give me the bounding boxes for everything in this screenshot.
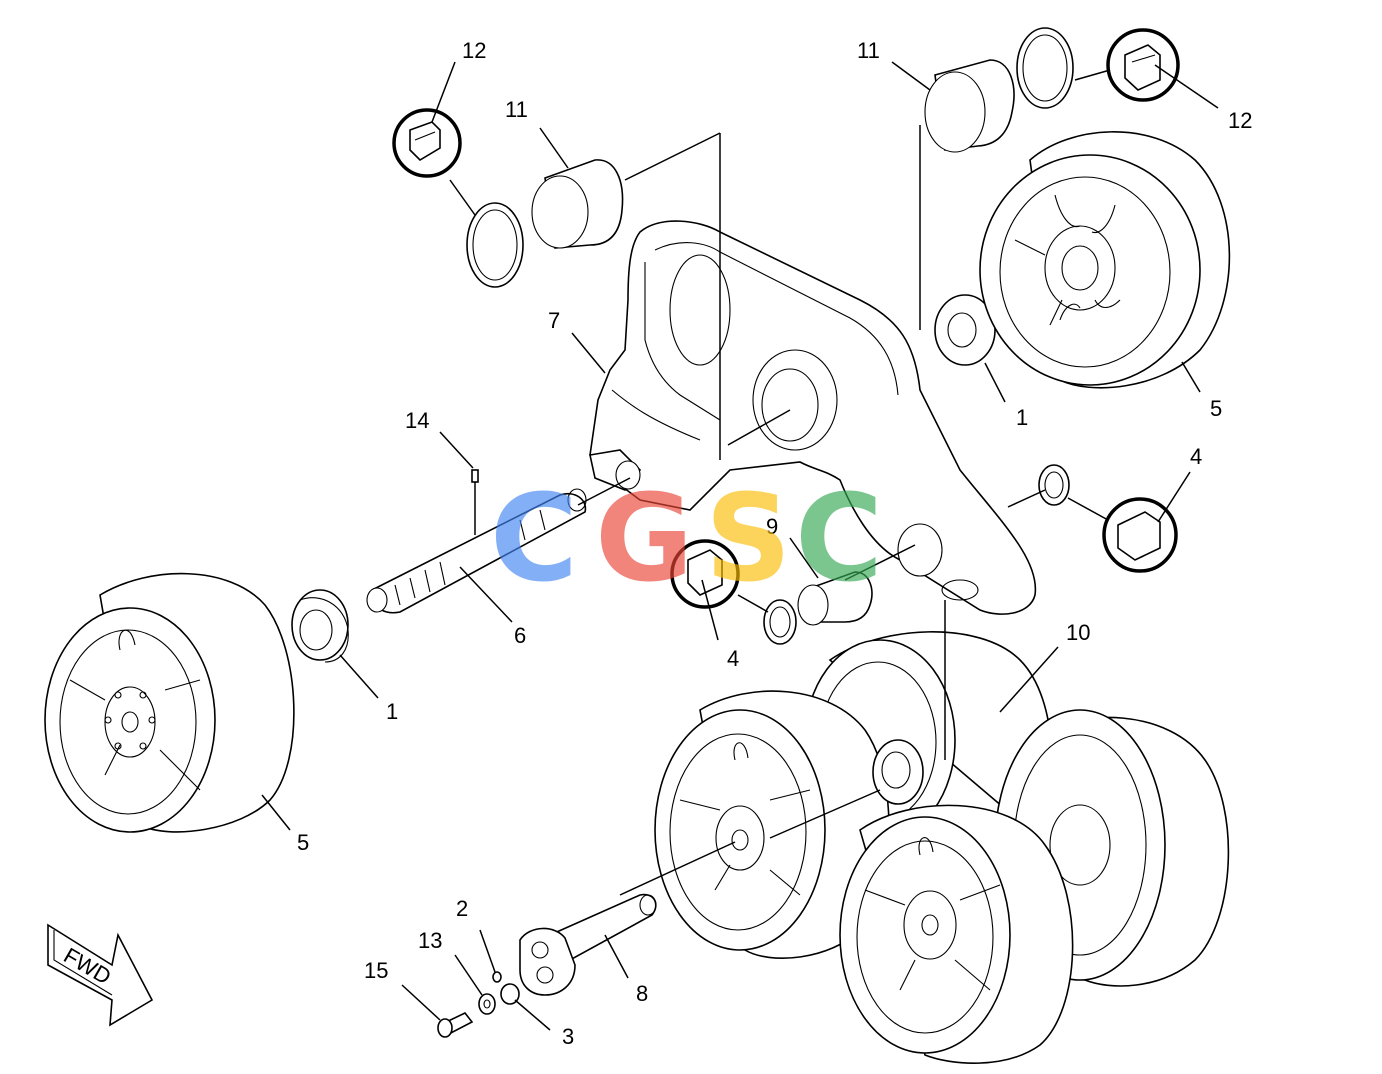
callout-13: 13 [418,928,442,953]
callout-6: 6 [514,623,526,648]
callout-12-right: 12 [1228,108,1252,133]
roller-frame-part-7 [589,220,1037,615]
callout-2: 2 [456,896,468,921]
plug-part-3 [500,983,520,1005]
sleeve-part-11-right [924,59,1015,153]
callout-1-right: 1 [1016,405,1028,430]
fwd-direction-arrow: FWD [47,923,154,1027]
axle-pin-part-8 [519,893,657,996]
callout-7: 7 [548,308,560,333]
watermark-letter-3: S [705,470,791,609]
fitting-part-2 [492,971,502,983]
callout-15: 15 [364,958,388,983]
sleeve-part-11-left [531,159,624,249]
roller-front-right [839,804,1074,1064]
roller-front-left [654,690,890,959]
callout-leaders [261,61,1219,1031]
assembly-lines [577,125,1046,896]
callout-11-left: 11 [505,97,528,122]
roller-part-5-top-right [979,131,1231,389]
shaft-part-6 [366,488,587,614]
seal-ring-right [1016,27,1074,109]
bearing-part-1-left [291,589,349,663]
callout-1-left: 1 [386,699,398,724]
callout-11-right: 11 [857,38,880,63]
o-ring-small-right [1038,464,1070,506]
watermark-letter-1: C [490,470,578,609]
callout-3: 3 [562,1024,574,1049]
fitting-part-4-mid [670,539,740,609]
o-ring-small-mid [763,599,797,645]
callout-9: 9 [766,514,778,539]
callout-5-left: 5 [297,830,309,855]
bushing-part-9 [797,571,873,626]
callout-8: 8 [636,981,648,1006]
pin-part-14 [471,469,479,535]
callout-14: 14 [405,408,429,433]
callout-4-mid: 4 [727,646,739,671]
fitting-part-12-right [1106,28,1180,102]
callout-labels: 12 11 11 12 7 14 1 5 4 9 6 4 10 1 5 2 13… [297,38,1252,1049]
bearing-hub-bottom [872,739,924,805]
bearing-part-1-right [934,294,996,366]
watermark-letter-2: G [595,470,694,609]
fitting-part-12-left [392,108,462,178]
callout-10: 10 [1066,620,1090,645]
watermark-letter-4: C [795,470,883,609]
seal-ring-left [466,202,524,288]
cgsc-watermark: C G S C [490,470,883,609]
roller-part-5-left [44,572,295,833]
hardware-small-parts [437,971,520,1038]
callout-4-right: 4 [1190,444,1202,469]
callout-12-left: 12 [462,38,486,63]
fitting-part-4-right [1102,497,1178,573]
callout-5-right: 5 [1210,396,1222,421]
